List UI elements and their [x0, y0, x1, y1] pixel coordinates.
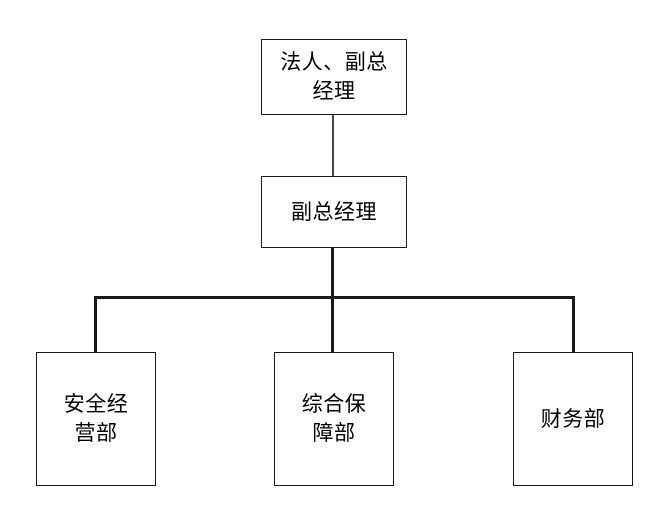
- org-node-ceo-label: 法人、副总 经理: [280, 50, 388, 103]
- connector-drop-department-1: [94, 295, 98, 353]
- connector-ceo-to-vice-gm: [332, 114, 334, 177]
- org-node-department-2[interactable]: 综合保 障部: [274, 352, 394, 486]
- org-node-ceo[interactable]: 法人、副总 经理: [261, 39, 407, 115]
- org-node-vice-gm[interactable]: 副总经理: [261, 176, 407, 248]
- connector-drop-department-3: [571, 295, 575, 353]
- connector-horizontal-bus: [94, 295, 575, 299]
- org-node-vice-gm-label: 副总经理: [291, 199, 377, 224]
- connector-drop-department-2: [331, 295, 335, 353]
- org-node-department-1[interactable]: 安全经 营部: [36, 352, 156, 486]
- org-node-department-2-label: 综合保 障部: [301, 392, 367, 445]
- org-node-department-3[interactable]: 财务部: [513, 352, 633, 486]
- connector-vice-gm-stem: [331, 247, 335, 298]
- org-node-department-3-label: 财务部: [540, 406, 606, 431]
- org-node-department-1-label: 安全经 营部: [63, 392, 129, 445]
